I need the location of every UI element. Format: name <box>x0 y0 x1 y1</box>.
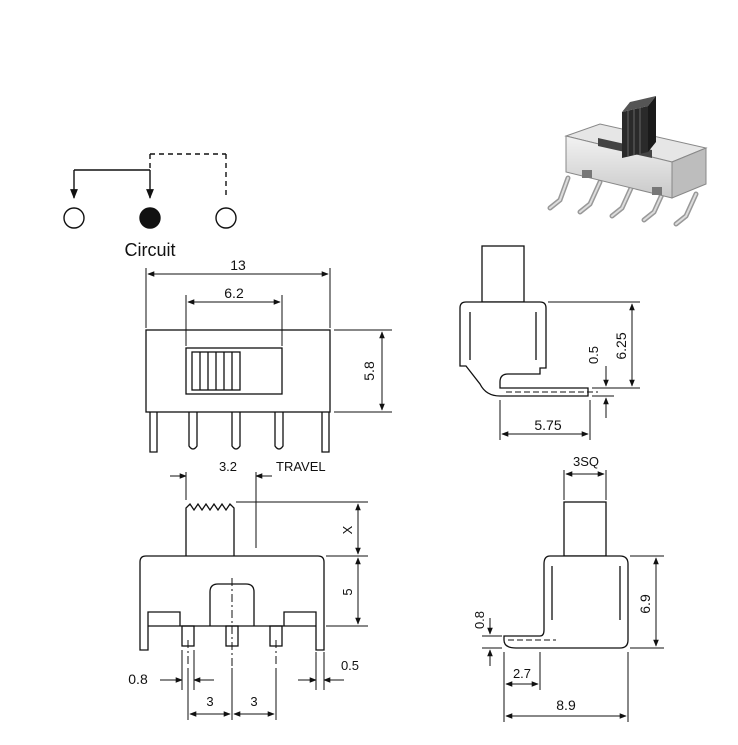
side-view <box>459 245 640 440</box>
dim-side-pin-offset: 5.75 <box>534 417 561 433</box>
travel-label: TRAVEL <box>276 459 326 474</box>
end-view <box>482 470 664 722</box>
dim-knob-width: 6.2 <box>224 285 244 301</box>
dim-pitch-right: 3 <box>250 694 257 709</box>
dim-body-height: 5.8 <box>361 361 377 381</box>
dim-side-height: 6.25 <box>613 332 629 359</box>
circuit-symbol <box>63 153 237 229</box>
dim-travel-value: X <box>340 525 355 534</box>
dim-end-height: 6.9 <box>637 594 653 614</box>
switch-3d-illustration <box>547 96 708 227</box>
dim-bottom-pin-thickness: 0.5 <box>341 658 359 673</box>
dim-bottom-body-height: 5 <box>340 588 355 595</box>
dim-end-overall-depth: 8.9 <box>556 697 576 713</box>
front-view <box>145 268 392 453</box>
terminal-common <box>139 207 161 229</box>
dim-knob-square: 3SQ <box>573 454 599 469</box>
dim-bottom-knob-width: 3.2 <box>219 459 237 474</box>
dim-bottom-pin-width: 0.8 <box>128 671 148 687</box>
terminal-open-right <box>215 207 237 229</box>
dim-pitch-left: 3 <box>206 694 213 709</box>
dim-end-pin-thickness: 0.8 <box>472 611 487 629</box>
circuit-label: Circuit <box>124 240 175 260</box>
dim-side-pin-thickness: 0.5 <box>586 346 601 364</box>
dim-end-pin-offset: 2.7 <box>513 666 531 681</box>
bottom-view <box>139 472 368 720</box>
terminal-open-left <box>63 207 85 229</box>
dim-overall-width: 13 <box>230 257 246 273</box>
